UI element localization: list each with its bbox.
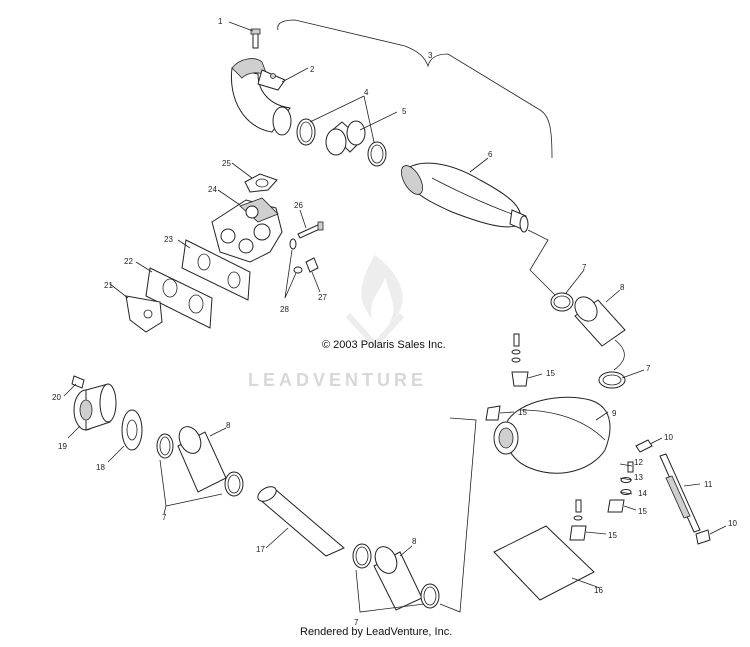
part-hardware-stack-lower <box>573 499 583 521</box>
part-clamp-7a <box>550 292 574 312</box>
callout-1: 1 <box>218 17 223 26</box>
part-exhaust-manifold-24 <box>211 197 283 263</box>
part-strap-15a <box>511 371 529 387</box>
callout-22: 22 <box>124 257 133 266</box>
part-exhaust-outlet-19 <box>73 383 117 431</box>
callout-3: 3 <box>428 51 433 60</box>
callout-8-a: 8 <box>620 283 625 292</box>
callout-8-b: 8 <box>226 421 231 430</box>
watermark-text: LEADVENTURE <box>248 370 428 390</box>
part-strap-15c <box>607 499 625 513</box>
callout-9: 9 <box>612 409 617 418</box>
part-clip-10a <box>635 439 653 453</box>
watermark-flame-icon <box>345 255 405 350</box>
callout-15-c: 15 <box>638 507 647 516</box>
callout-16: 16 <box>594 586 603 595</box>
callout-13: 13 <box>634 473 643 482</box>
callout-24: 24 <box>208 185 217 194</box>
callout-18: 18 <box>96 463 105 472</box>
part-clamp-7f <box>420 583 440 609</box>
callout-25: 25 <box>222 159 231 168</box>
group-bracket-3 <box>277 19 553 159</box>
callout-7-d: 7 <box>354 618 359 627</box>
callout-10-b: 10 <box>728 519 737 528</box>
part-bracket-21 <box>125 295 163 333</box>
callout-19: 19 <box>58 442 67 451</box>
callout-15-a: 15 <box>546 369 555 378</box>
callout-2: 2 <box>310 65 315 74</box>
callout-21: 21 <box>104 281 113 290</box>
part-clamp-7b <box>598 371 626 389</box>
callout-20: 20 <box>52 393 61 402</box>
part-clamp-4a <box>296 118 316 146</box>
callout-17: 17 <box>256 545 265 554</box>
part-hose-8a <box>574 296 626 347</box>
part-rod-11 <box>659 453 701 533</box>
callout-10-a: 10 <box>664 433 673 442</box>
callout-12: 12 <box>634 458 643 467</box>
part-clip-10b <box>695 529 711 545</box>
part-coupler-5 <box>325 120 366 156</box>
part-clamp-4b <box>367 141 387 167</box>
callout-27: 27 <box>318 293 327 302</box>
part-bolt-26 <box>297 221 324 239</box>
callout-15-b: 15 <box>518 408 527 417</box>
callout-8-c: 8 <box>412 537 417 546</box>
part-gasket-23 <box>181 239 251 301</box>
callout-7-a: 7 <box>582 263 587 272</box>
part-bolt-1 <box>250 28 261 49</box>
callout-26: 26 <box>294 201 303 210</box>
callout-23: 23 <box>164 235 173 244</box>
part-gasket-25 <box>244 173 278 193</box>
callout-15-d: 15 <box>608 531 617 540</box>
part-exhaust-elbow-2 <box>230 58 292 136</box>
callout-14: 14 <box>638 489 647 498</box>
part-washer-28 <box>289 238 303 274</box>
part-muffler-9 <box>493 396 611 474</box>
part-strap-15d <box>569 525 587 541</box>
callout-4: 4 <box>364 88 369 97</box>
callout-11: 11 <box>704 480 713 489</box>
part-nut-27 <box>305 257 319 273</box>
callout-7-c: 7 <box>162 513 167 522</box>
part-hardware-stack-top <box>511 333 521 363</box>
callout-7-b: 7 <box>646 364 651 373</box>
part-clamp-7d <box>224 471 244 497</box>
callout-6: 6 <box>488 150 493 159</box>
part-hose-17 <box>257 486 345 557</box>
part-strap-15b <box>485 405 501 421</box>
part-gasket-18 <box>121 409 143 451</box>
part-clamp-7c <box>156 433 174 459</box>
part-clamp-7e <box>352 543 372 569</box>
part-hose-8b <box>177 426 227 493</box>
callout-5: 5 <box>402 107 407 116</box>
part-expansion-chamber-6 <box>401 162 529 233</box>
rendered-by-footer: Rendered by LeadVenture, Inc. <box>300 626 453 638</box>
part-hose-8c <box>373 546 423 611</box>
copyright-notice: © 2003 Polaris Sales Inc. <box>322 339 446 351</box>
callout-28: 28 <box>280 305 289 314</box>
part-plate-22 <box>145 267 213 329</box>
part-pad-16 <box>493 525 595 601</box>
